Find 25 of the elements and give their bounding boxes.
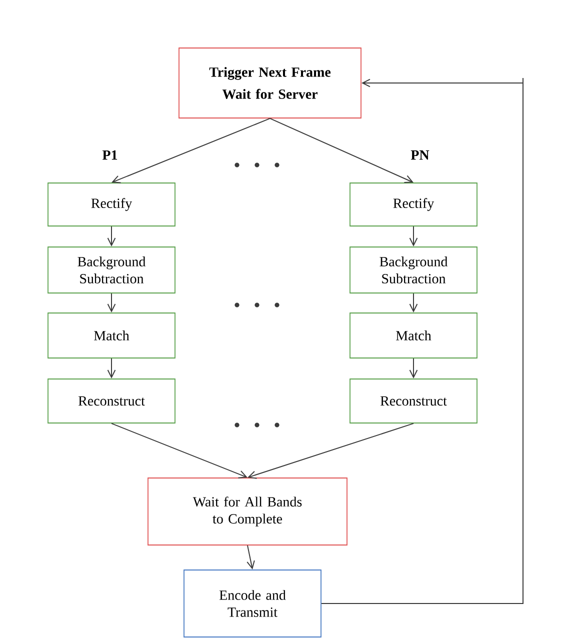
process-box: Encode and Transmit	[184, 570, 322, 638]
arrow	[107, 292, 116, 313]
arrow	[112, 118, 270, 184]
process-box: Background Subtraction	[350, 246, 478, 294]
process-box: Wait for All Bands to Complete	[148, 478, 348, 546]
process-box: Rectify	[350, 182, 478, 226]
process-box: Reconstruct	[350, 378, 478, 424]
arrow	[107, 358, 116, 379]
edge-label: PN	[410, 149, 430, 161]
arrow	[107, 226, 116, 247]
process-box: Rectify	[48, 182, 176, 226]
edge-label: P1	[101, 149, 119, 161]
process-box: Match	[350, 312, 478, 358]
process-box: Trigger Next Frame Wait for Server	[178, 48, 362, 118]
process-box: Reconstruct	[48, 378, 176, 424]
arrow	[246, 544, 255, 570]
process-box: Background Subtraction	[48, 246, 176, 294]
arrow	[409, 358, 418, 379]
arrow	[248, 422, 414, 479]
arrow	[409, 226, 418, 247]
process-box: Match	[48, 312, 176, 358]
arrow	[111, 422, 248, 478]
arrow	[320, 78, 524, 604]
arrow	[270, 118, 414, 183]
arrow	[409, 292, 418, 313]
